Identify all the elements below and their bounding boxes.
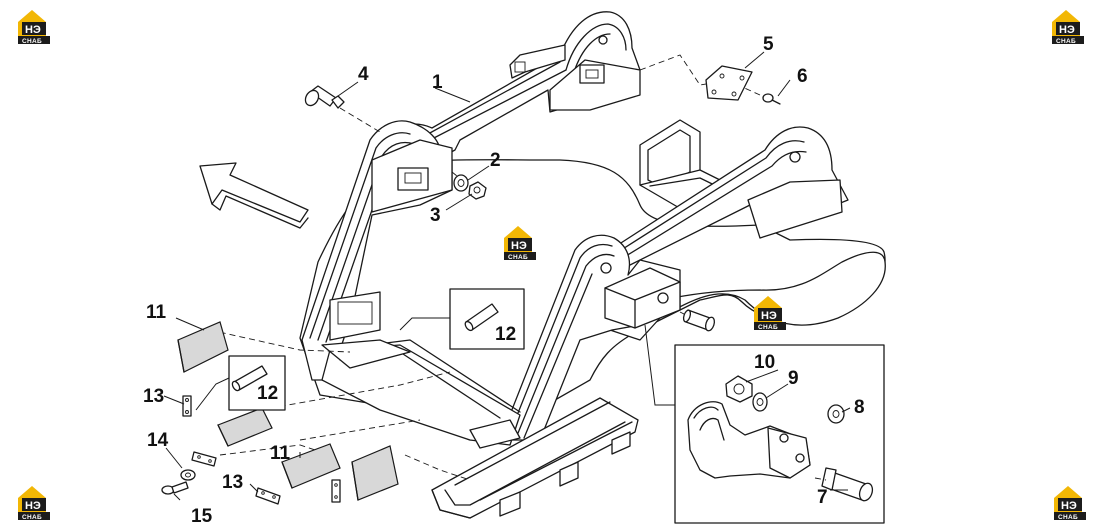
callout-10: 10: [754, 352, 775, 373]
logo-mark-text: НЭ: [511, 240, 527, 252]
callout-7: 7: [817, 487, 828, 508]
watermark-logo-bottom-right: НЭ СНАБ: [1054, 486, 1086, 521]
callout-2: 2: [490, 150, 501, 171]
shim-item-13-lower: [255, 487, 281, 505]
front-right-arm: [499, 234, 681, 441]
callout-5: 5: [763, 34, 774, 55]
right-side-plate: [594, 251, 886, 341]
watermark-logo-right: НЭ СНАБ: [754, 296, 786, 331]
callout-3: 3: [430, 205, 441, 226]
pin-main-right: [682, 309, 716, 332]
watermark-logo-bottom-left: НЭ СНАБ: [18, 486, 50, 521]
callout-9: 9: [788, 368, 799, 389]
callout-14: 14: [147, 430, 169, 451]
plate-item-5: [705, 65, 753, 101]
pin-item-4: [304, 85, 345, 109]
logo-mark-text: НЭ: [761, 310, 777, 322]
watermark-logo-top-right: НЭ СНАБ: [1052, 10, 1084, 45]
callout-8: 8: [854, 397, 865, 418]
logo-caption-text: СНАБ: [758, 324, 778, 331]
logo-caption-text: СНАБ: [22, 514, 42, 521]
callout-11-lower: 11: [270, 443, 291, 464]
watermark-logo-center: НЭ СНАБ: [504, 226, 536, 261]
callout-4: 4: [358, 64, 369, 85]
logo-mark-text: НЭ: [25, 24, 41, 36]
wear-pad-upper-left: [177, 321, 229, 373]
bottom-cross-member: [321, 291, 521, 449]
shim-small-middle: [191, 451, 217, 467]
wear-pad-middle: [217, 407, 273, 447]
logo-caption-text: СНАБ: [1056, 38, 1076, 45]
callout-12-upper: 12: [495, 324, 516, 345]
logo-mark-text: НЭ: [25, 500, 41, 512]
pin-box-lower: [195, 355, 286, 411]
washer-item-14: [180, 469, 196, 481]
callout-13-lower: 13: [222, 472, 243, 493]
front-channel-tray: [431, 397, 639, 519]
logo-mark-text: НЭ: [1059, 24, 1075, 36]
callout-15: 15: [191, 506, 213, 527]
shim-small-right: [331, 479, 341, 503]
nut-item-3: [468, 181, 487, 200]
logo-caption-text: СНАБ: [22, 38, 42, 45]
screw-item-6: [762, 93, 781, 105]
callout-6: 6: [797, 66, 808, 87]
detail-inset: [644, 324, 885, 524]
callout-13-upper: 13: [143, 386, 164, 407]
shim-item-13-upper: [182, 395, 192, 417]
watermark-logo-top-left: НЭ СНАБ: [18, 10, 50, 45]
callout-11-upper: 11: [146, 302, 167, 323]
wear-pad-right: [351, 445, 399, 501]
pin-box-upper: [399, 288, 525, 350]
washer-item-2: [453, 174, 469, 192]
callout-labels: 1 2 3 4 5 6 7 8 9 10 11 12 12 11 13 14 1…: [143, 34, 865, 527]
callout-12-lower: 12: [257, 383, 278, 404]
callout-1: 1: [432, 72, 443, 93]
logo-caption-text: СНАБ: [1058, 514, 1078, 521]
wear-pad-lower: [281, 443, 341, 489]
bolt-item-15: [161, 481, 189, 495]
rear-right-arm: [609, 126, 849, 271]
logo-mark-text: НЭ: [1061, 500, 1077, 512]
leader-lines: [163, 51, 851, 501]
direction-arrow: [199, 162, 309, 229]
logo-caption-text: СНАБ: [508, 254, 528, 261]
